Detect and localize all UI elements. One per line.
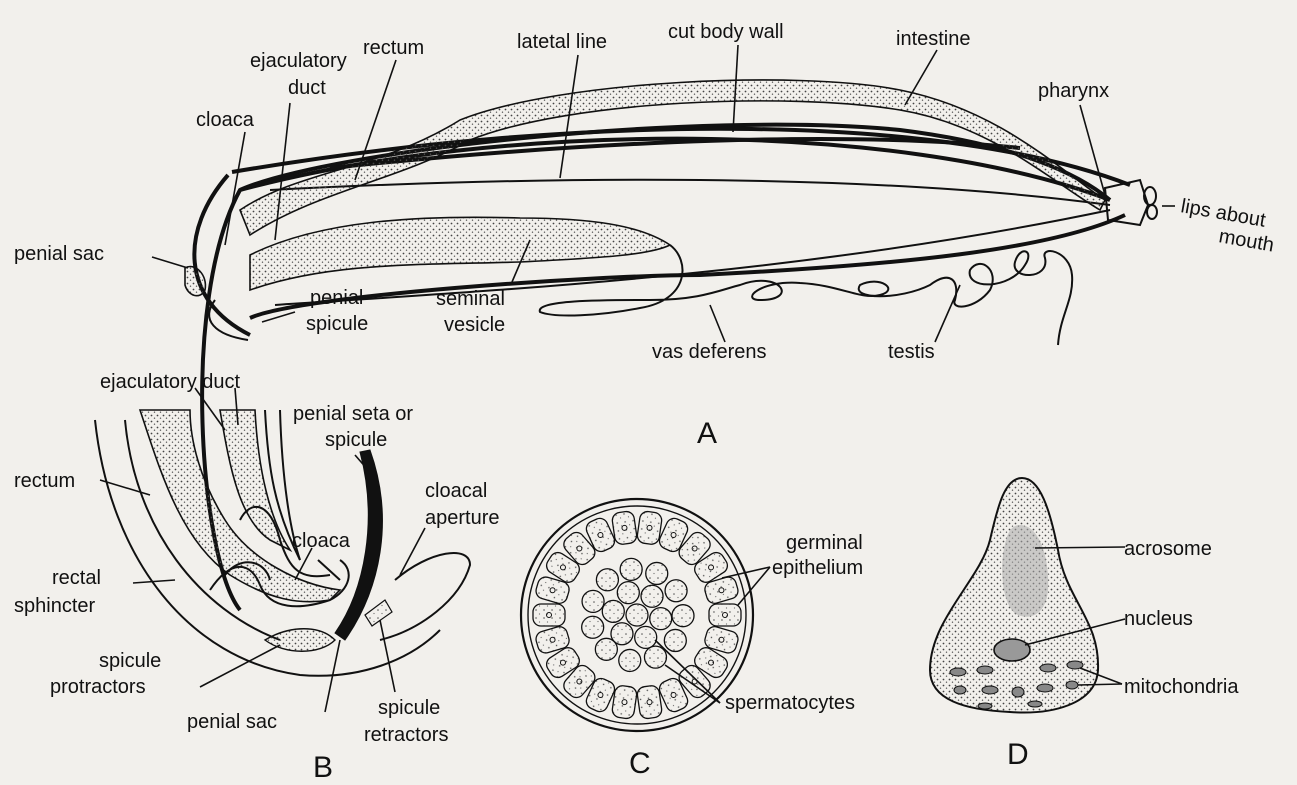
figure-label-b: B xyxy=(313,751,333,784)
spermatocyte-cell xyxy=(582,616,604,638)
label-seminal-vesicle-1: seminal xyxy=(436,288,505,310)
spermatocyte-cell xyxy=(626,604,648,626)
spermatocyte-cell xyxy=(650,608,672,630)
label-rectum-b: rectum xyxy=(14,470,75,492)
spermatocyte-cells xyxy=(582,558,694,671)
label-penial-spicule-2: spicule xyxy=(306,313,368,335)
spermatocyte-cell xyxy=(664,629,686,651)
label-rectal-sphincter-2: sphincter xyxy=(14,595,95,617)
epithelial-cell xyxy=(709,604,741,626)
label-germinal-1: germinal xyxy=(786,532,863,554)
label-cloacal-aperture-2: aperture xyxy=(425,507,500,529)
label-mouth: mouth xyxy=(1217,225,1276,256)
label-pharynx: pharynx xyxy=(1038,80,1109,102)
label-spicule-protractors-2: protractors xyxy=(50,676,146,698)
spermatocyte-cell xyxy=(602,600,624,622)
spermatocyte-cell xyxy=(644,646,666,668)
label-penial-seta-1: penial seta or xyxy=(293,403,413,425)
spermatocyte-cell xyxy=(646,562,668,584)
label-mitochondria: mitochondria xyxy=(1124,676,1239,698)
label-cloaca-a: cloaca xyxy=(196,109,255,131)
label-penial-seta-2: spicule xyxy=(325,429,387,451)
spermatocyte-cell xyxy=(595,638,617,660)
label-seminal-vesicle-2: vesicle xyxy=(444,314,505,336)
spermatocyte-cell xyxy=(582,590,604,612)
spermatocyte-cell xyxy=(665,580,687,602)
spermatocyte-cell xyxy=(619,649,641,671)
spermatocyte-cell xyxy=(596,569,618,591)
label-rectal-sphincter-1: rectal xyxy=(52,567,101,589)
label-lateral-line: latetal line xyxy=(517,31,607,53)
spermatocyte-cell xyxy=(641,585,663,607)
figure-label-d: D xyxy=(1007,738,1029,771)
epithelial-cell xyxy=(611,685,637,720)
label-spicule-retractors-2: retractors xyxy=(364,724,448,746)
label-spicule-retractors-1: spicule xyxy=(378,697,440,719)
label-spicule-protractors-1: spicule xyxy=(99,650,161,672)
label-penial-spicule-1: penial xyxy=(310,287,363,309)
epithelial-cell xyxy=(636,685,662,720)
figure-label-c: C xyxy=(629,747,651,780)
label-germinal-2: epithelium xyxy=(772,557,863,579)
epithelial-cell xyxy=(533,604,565,626)
spermatocyte-cell xyxy=(620,558,642,580)
label-penial-sac-b: penial sac xyxy=(187,711,277,733)
label-vas-deferens: vas deferens xyxy=(652,341,767,363)
label-ejaculatory-duct-a2: duct xyxy=(288,77,326,99)
label-spermatocytes: spermatocytes xyxy=(725,692,855,714)
label-penial-sac-a: penial sac xyxy=(14,243,104,265)
label-nucleus: nucleus xyxy=(1124,608,1193,630)
label-testis: testis xyxy=(888,341,935,363)
label-cloacal-aperture-1: cloacal xyxy=(425,480,487,502)
label-acrosome: acrosome xyxy=(1124,538,1212,560)
spermatocyte-cell xyxy=(672,605,694,627)
label-ejaculatory-duct-a1: ejaculatory xyxy=(250,50,347,72)
label-ejaculatory-duct-b: ejaculatory duct xyxy=(100,371,241,393)
label-cut-body-wall: cut body wall xyxy=(668,21,784,43)
label-rectum-a: rectum xyxy=(363,37,424,59)
epithelial-cell xyxy=(636,510,662,545)
label-intestine: intestine xyxy=(896,28,971,50)
epithelial-cell xyxy=(611,510,637,545)
spermatocyte-cell xyxy=(635,626,657,648)
figure-label-a: A xyxy=(697,417,717,450)
spermatocyte-cell xyxy=(617,582,639,604)
panel-d-drawing xyxy=(930,478,1125,713)
label-cloaca-b: cloaca xyxy=(292,530,351,552)
